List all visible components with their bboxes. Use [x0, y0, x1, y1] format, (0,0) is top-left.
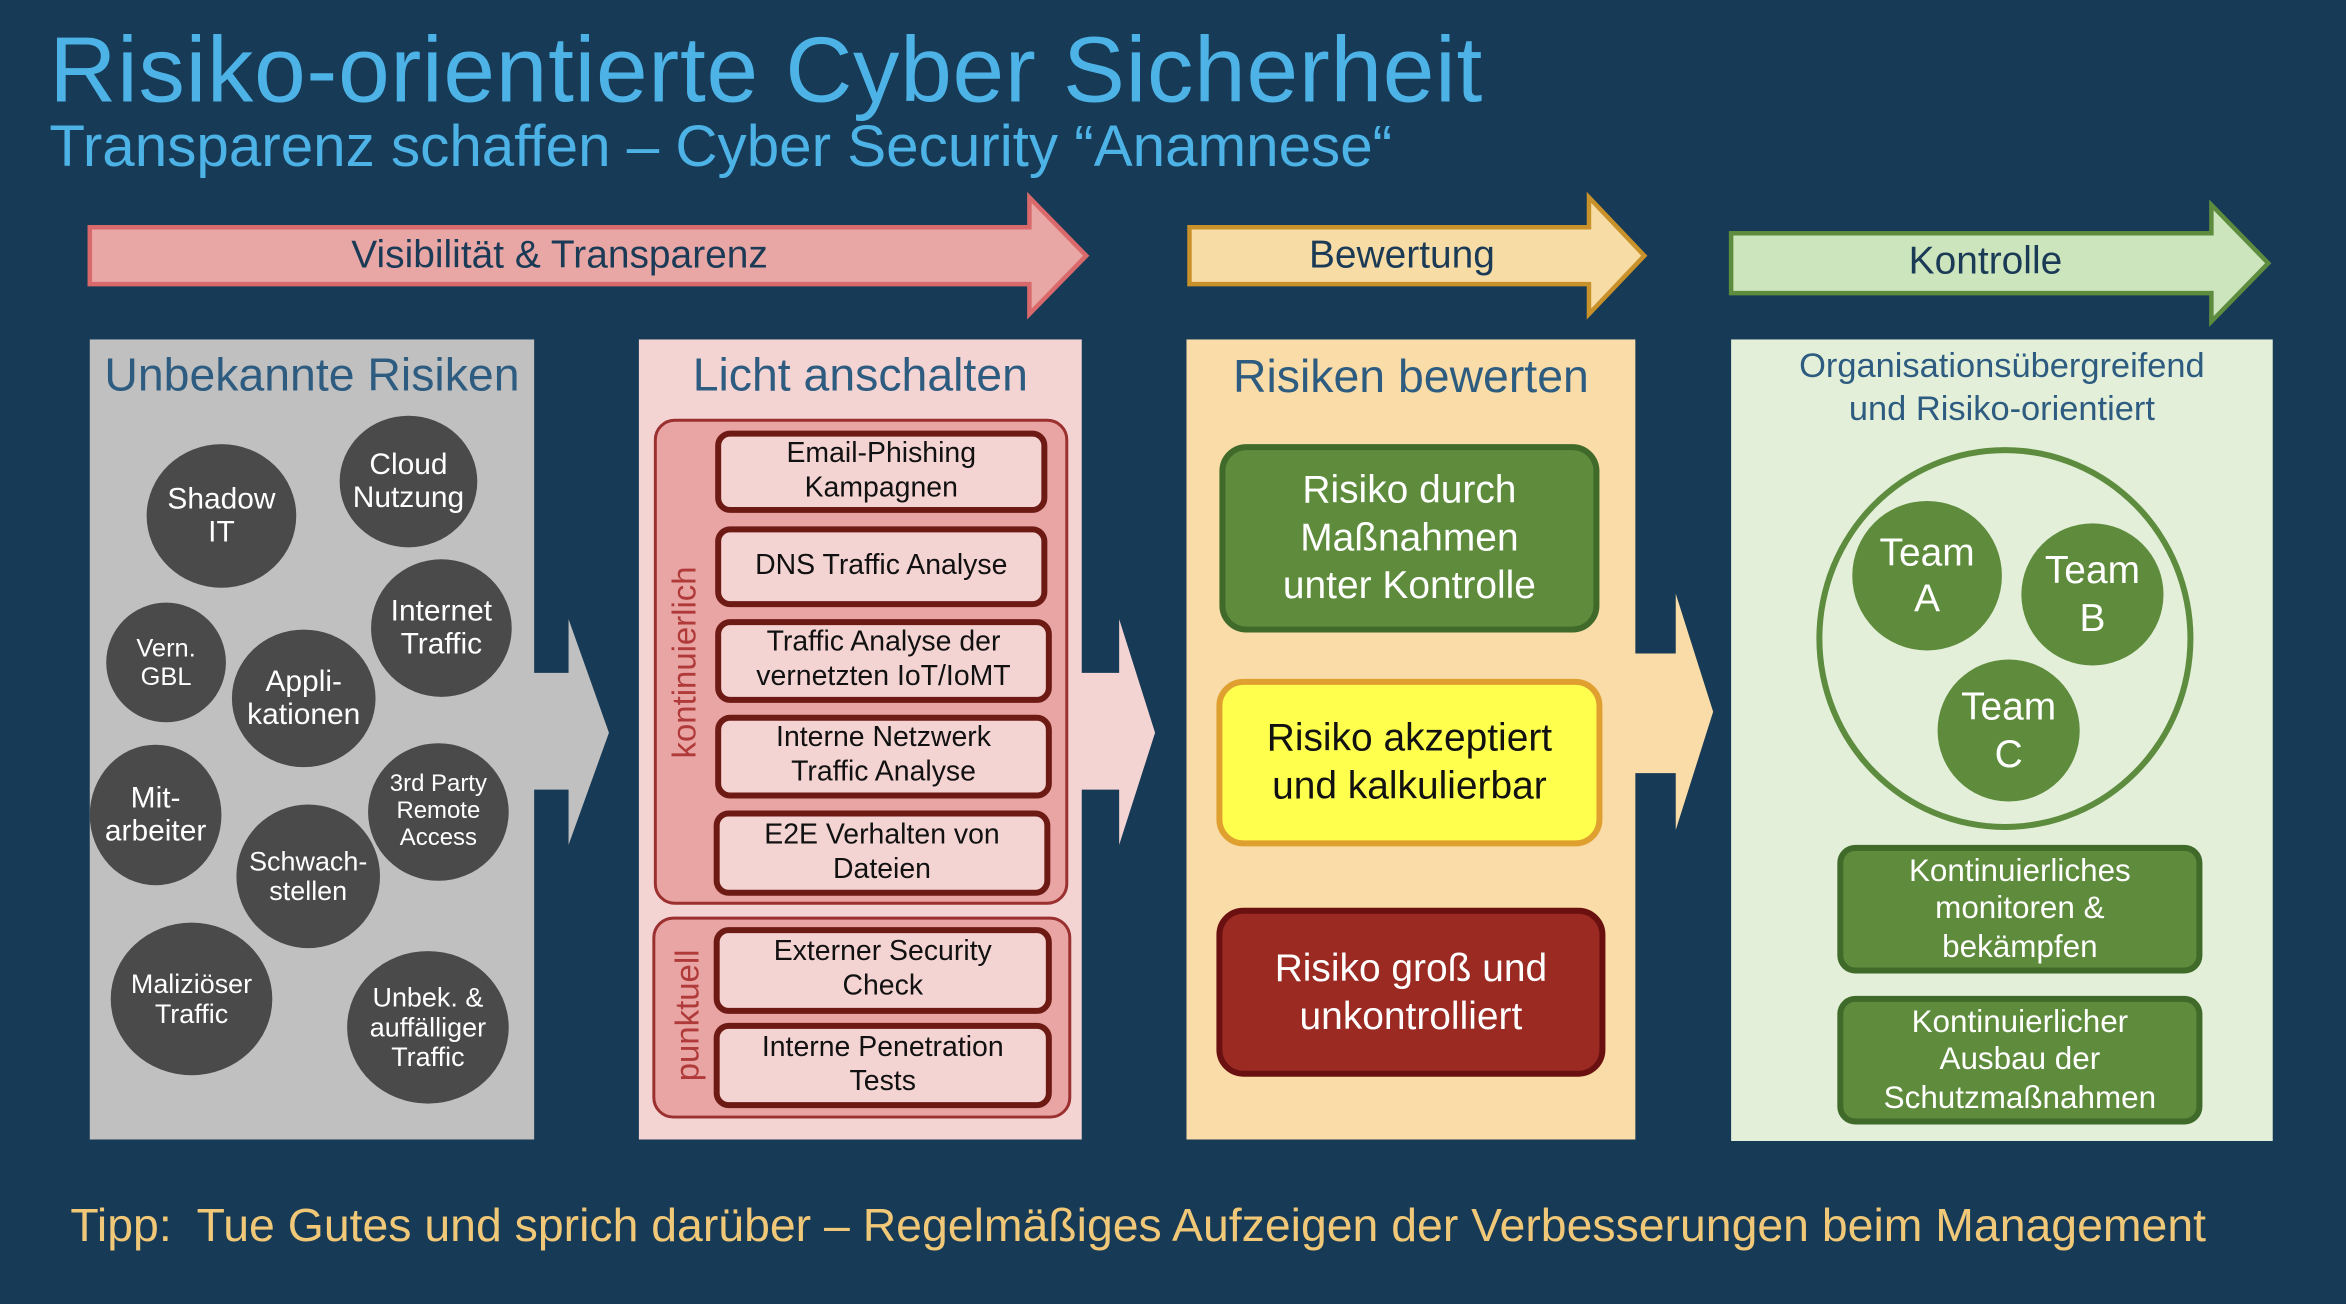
risk-bubble: Shadow IT [146, 444, 297, 588]
tip-text: Tipp: Tue Gutes und sprich darüber – Reg… [70, 1199, 2207, 1252]
risk-accepted-box: Risiko akzeptiert und kalkulierbar [1216, 678, 1603, 847]
risk-bubble: Maliziöser Traffic [110, 922, 273, 1076]
monitoring-box: Kontinuierliches monitoren & bekämpfen [1837, 844, 2203, 974]
risk-bubble: 3rd Party Remote Access [368, 743, 509, 881]
flow-arrow-pink [1069, 619, 1156, 845]
selective-item: Interne Penetration Tests [713, 1022, 1052, 1109]
assess-title: Risiken bewerten [1233, 349, 1589, 403]
phase-label-control: Kontrolle [1908, 237, 2063, 283]
risk-uncontrolled-box: Risiko groß und unkontrolliert [1216, 907, 1606, 1077]
continuous-item: DNS Traffic Analyse [715, 526, 1048, 608]
team-circle: Team A [1852, 500, 2002, 651]
page-title: Risiko-orientierte Cyber Sicherheit [49, 19, 1484, 123]
risk-controlled-box: Risiko durch Maßnahmen unter Kontrolle [1219, 444, 1600, 633]
continuous-item: E2E Verhalten von Dateien [713, 810, 1051, 896]
organization-circle [1816, 447, 2194, 830]
continuous-item: Traffic Analyse der vernetzten IoT/IoMT [715, 619, 1052, 703]
phase-label-visibility: Visibilität & Transparenz [351, 231, 768, 277]
control-title-line2: und Risiko-orientiert [1848, 388, 2155, 428]
selective-item: Externer Security Check [713, 927, 1052, 1014]
team-circle: Team C [1937, 659, 2080, 802]
continuous-item: Email-Phishing Kampagnen [715, 430, 1048, 513]
team-circle: Team B [2021, 523, 2164, 666]
flow-arrow-gray [523, 619, 609, 845]
continuous-label: kontinuierlich [665, 566, 704, 759]
risk-bubble: Mit- arbeiter [89, 744, 222, 886]
light-on-title: Licht anschalten [692, 348, 1028, 401]
protection-box: Kontinuierlicher Ausbau der Schutzmaßnah… [1837, 995, 2203, 1125]
risk-bubble: Appli- kationen [231, 629, 376, 768]
page-subtitle: Transparenz schaffen – Cyber Security “A… [49, 115, 1393, 180]
phase-arrow-visibility [87, 191, 1090, 320]
risk-bubble: Internet Traffic [371, 559, 512, 697]
selective-label: punktuell [668, 949, 707, 1082]
continuous-item: Interne Netzwerk Traffic Analyse [715, 714, 1052, 799]
phase-label-assessment: Bewertung [1308, 231, 1495, 277]
phase-arrow-control [1728, 199, 2272, 328]
unknown-risks-title: Unbekannte Risiken [104, 348, 520, 401]
risk-bubble: Cloud Nutzung [339, 415, 478, 548]
phase-arrow-assessment [1187, 191, 1648, 320]
risk-bubble: Vern. GBL [106, 602, 226, 723]
risk-bubble: Unbek. & auffälliger Traffic [347, 951, 509, 1104]
risk-bubble: Schwach- stellen [236, 804, 381, 949]
control-title-line1: Organisationsübergreifend [1799, 345, 2205, 385]
flow-arrow-orange [1623, 593, 1714, 830]
